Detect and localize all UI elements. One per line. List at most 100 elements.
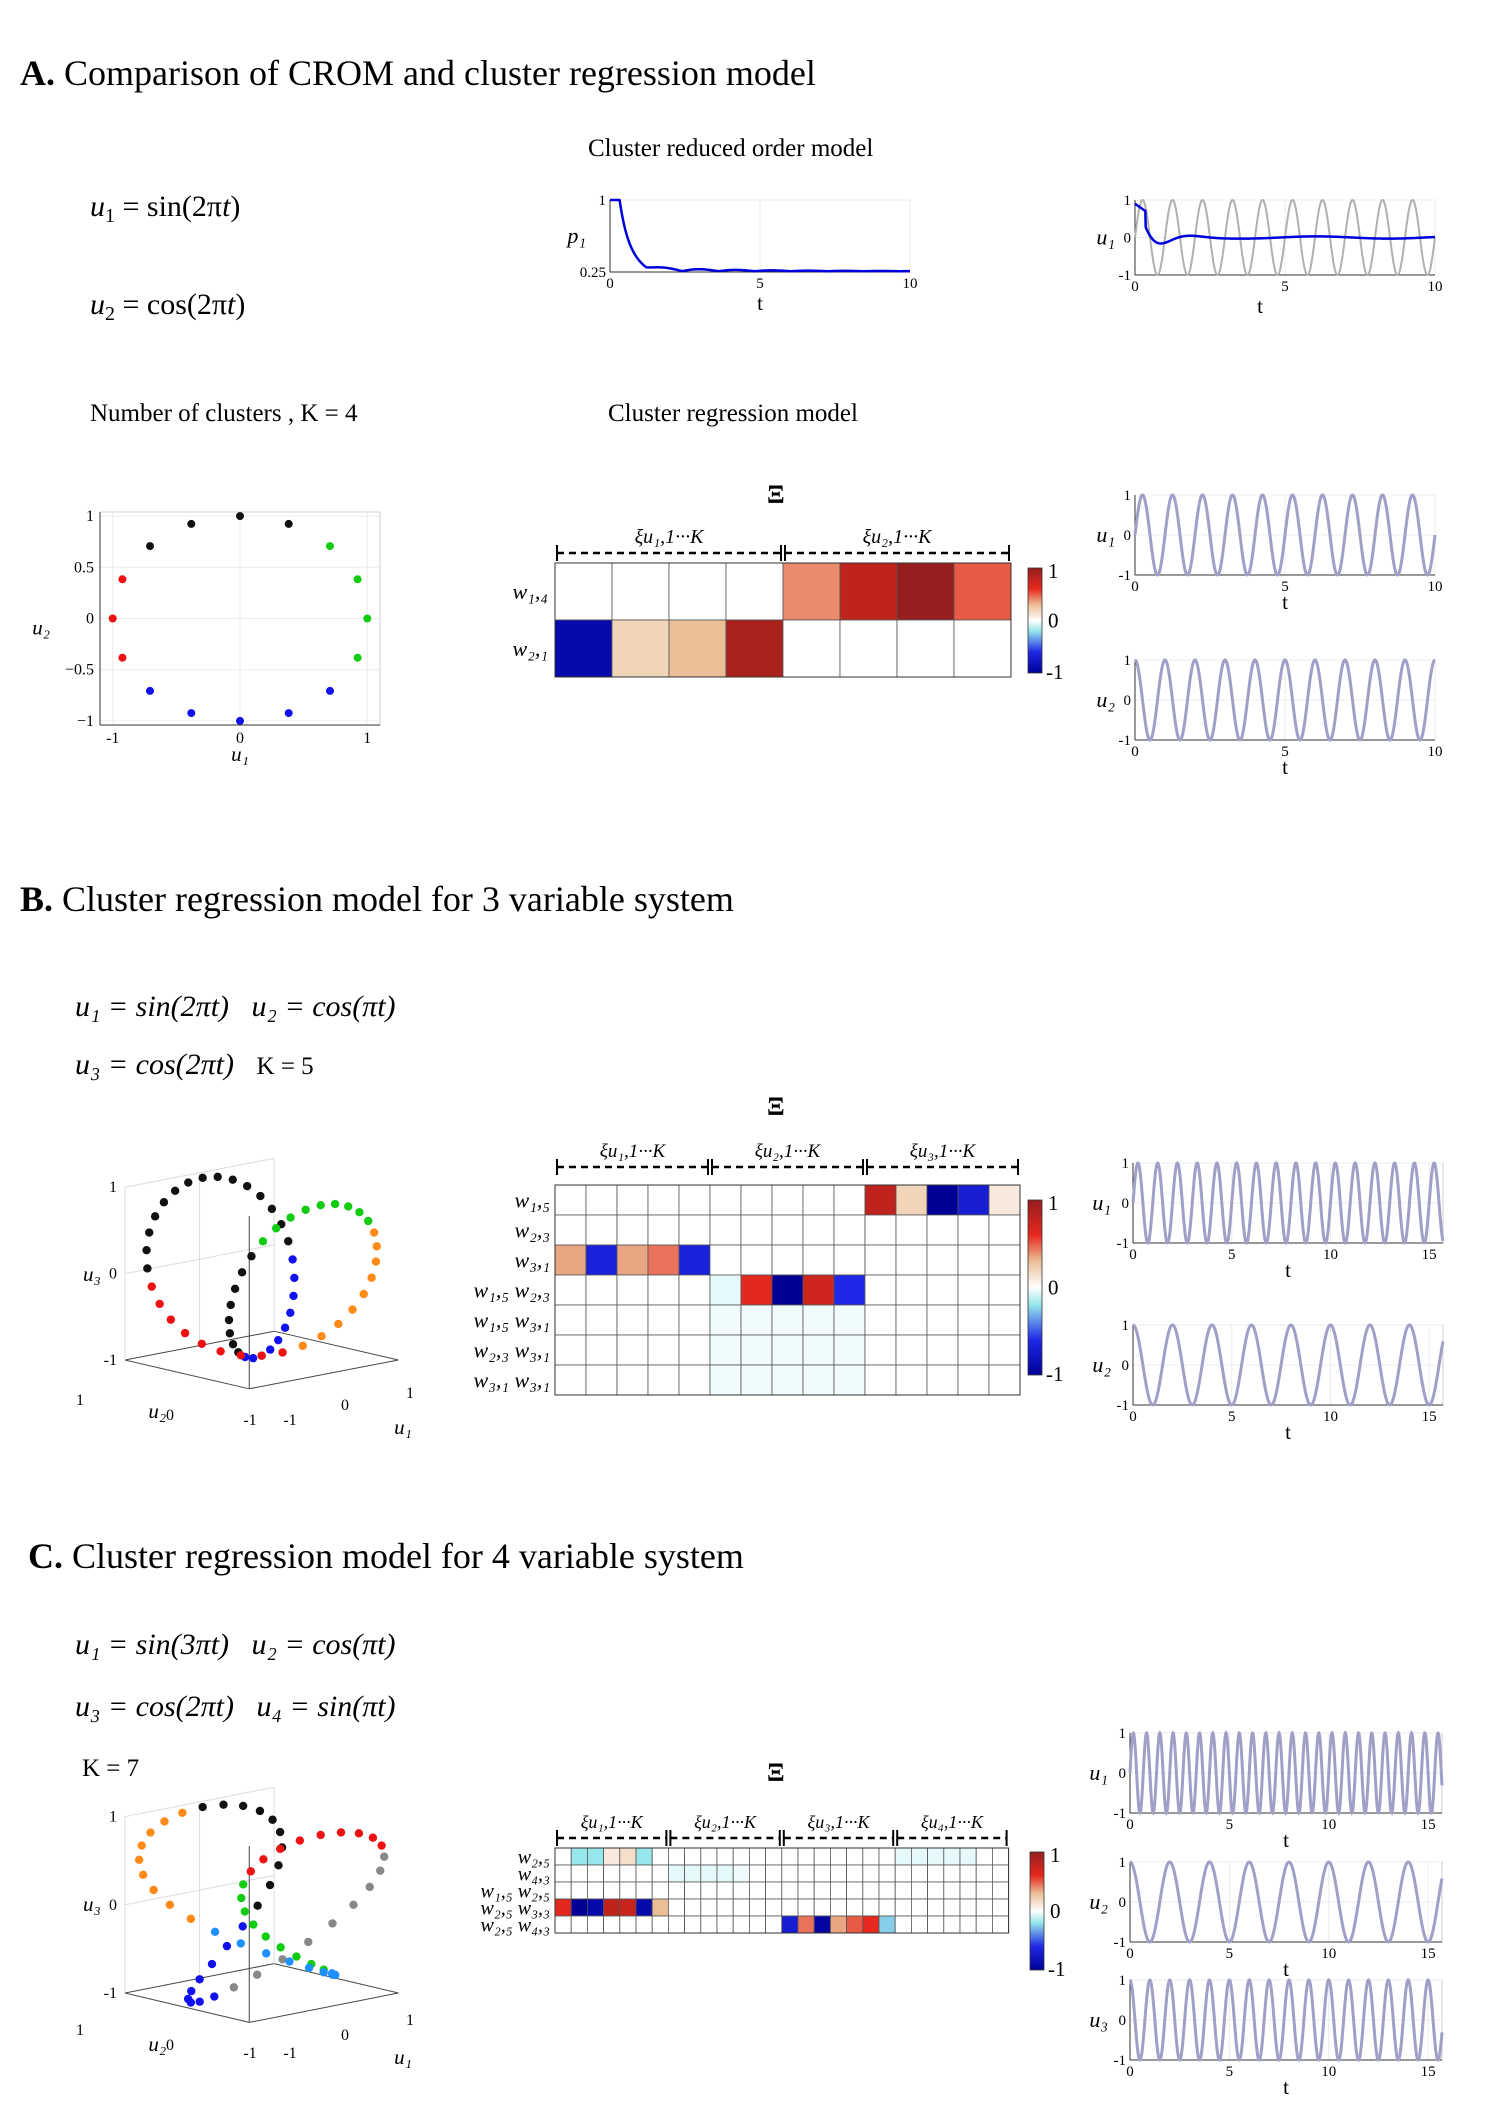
heatmap-cell xyxy=(651,1864,669,1883)
x-tick-label: 0 xyxy=(1131,579,1139,595)
y-axis-label: u₁ xyxy=(1096,225,1115,250)
heatmap-cell xyxy=(839,562,898,621)
colorbar xyxy=(1029,1851,1045,1971)
y-tick-label: 1 xyxy=(1124,488,1132,504)
scatter-point xyxy=(317,1331,326,1341)
axis-line xyxy=(124,1992,250,2023)
heatmap-cell xyxy=(668,1915,686,1934)
heatmap-cell xyxy=(830,1898,848,1917)
scatter-point xyxy=(363,614,372,623)
heatmap-cell xyxy=(959,1881,977,1900)
heatmap-cell xyxy=(781,1898,799,1917)
y-tick-label: 0 xyxy=(1124,231,1132,247)
heatmap-cell xyxy=(771,1244,804,1276)
scatter-point xyxy=(259,1855,268,1864)
tick-label: 0 xyxy=(166,1407,174,1424)
scatter-point xyxy=(138,1870,148,1880)
chart-b_heat: w₁,₅w₂,₃w₃,₁w₁,₅ w₂,₃w₁,₅ w₃,₁w₂,₃ w₃,₁w… xyxy=(474,1141,1064,1396)
heatmap-cell xyxy=(782,619,841,678)
tick-label: -1 xyxy=(243,2045,256,2062)
x-tick-label: 15 xyxy=(1422,1409,1437,1425)
heatmap-cell xyxy=(833,1274,866,1306)
x-tick-label: 5 xyxy=(1226,1817,1234,1833)
y-axis-label: u₂ xyxy=(1096,687,1115,712)
equation-c1: u₁ = sin(3πt) u₂ = cos(πt) xyxy=(75,1628,396,1661)
colorbar-tick: 0 xyxy=(1048,1276,1059,1300)
heatmap-cell xyxy=(771,1214,804,1246)
scatter-point xyxy=(198,1173,207,1183)
x-tick-label: 0 xyxy=(606,276,614,292)
heatmap-cell xyxy=(740,1184,773,1216)
heatmap-cell xyxy=(647,1214,680,1246)
heatmap-cell xyxy=(771,1274,804,1306)
heatmap-cell xyxy=(927,1847,945,1866)
heatmap-cell xyxy=(957,1334,990,1366)
heatmap-cell xyxy=(765,1847,783,1866)
axis-line xyxy=(249,1359,399,1390)
y-tick-label: 1 xyxy=(1124,653,1132,669)
scatter-point xyxy=(246,1867,255,1876)
scatter-point xyxy=(118,575,127,584)
row-label: w₂,₃ xyxy=(515,1218,550,1243)
x-axis-label: u₁ xyxy=(231,742,249,766)
group-label: ξu₁,1···K xyxy=(581,1812,644,1832)
heatmap-cell xyxy=(911,1864,929,1883)
x-axis-label: u₁ xyxy=(394,2045,412,2069)
scatter-point xyxy=(228,1340,238,1349)
heatmap-cell xyxy=(585,1244,618,1276)
scatter-point xyxy=(380,1852,389,1861)
heatmap-cell xyxy=(678,1244,711,1276)
z-tick-label: 1 xyxy=(109,1809,117,1826)
heatmap-cell xyxy=(975,1847,993,1866)
scatter-point xyxy=(330,1199,340,1209)
y-tick-label: 0 xyxy=(86,611,94,628)
heatmap-cell xyxy=(716,1898,734,1917)
heatmap-cell xyxy=(782,562,841,621)
heatmap-cell xyxy=(709,1244,742,1276)
y-axis-label: p₁ xyxy=(565,223,586,248)
scatter-point xyxy=(219,1800,228,1809)
heatmap-cell xyxy=(619,1847,637,1866)
scatter-point xyxy=(365,1882,374,1892)
y-tick-label: 1 xyxy=(1122,1318,1130,1334)
tick-label: 1 xyxy=(406,1385,414,1402)
heatmap-cell xyxy=(603,1881,621,1900)
scatter-point xyxy=(280,1323,290,1332)
row-label: w₁,₅ w₂,₃ xyxy=(474,1278,550,1303)
scatter-point xyxy=(213,1172,222,1182)
scatter-point xyxy=(290,1273,299,1283)
heatmap-cell xyxy=(635,1915,653,1934)
y-tick-label: -1 xyxy=(1119,733,1132,749)
y-tick-label: 0 xyxy=(1124,693,1132,709)
heatmap-cell xyxy=(771,1364,804,1396)
heatmap-cell xyxy=(959,1915,977,1934)
scatter-point xyxy=(325,686,334,695)
heatmap-cell xyxy=(700,1898,718,1917)
heatmap-cell xyxy=(771,1304,804,1336)
heatmap-cell xyxy=(864,1334,897,1366)
scatter-point xyxy=(166,1315,176,1324)
heatmap-cell xyxy=(587,1881,605,1900)
x-axis-label: t xyxy=(1283,1957,1289,1981)
k-label-c: K = 7 xyxy=(82,1755,140,1782)
group-label: ξu₂,1···K xyxy=(755,1141,822,1162)
scatter-point xyxy=(267,1204,277,1214)
heatmap-cell xyxy=(988,1184,1021,1216)
scatter-point xyxy=(266,1345,275,1354)
scatter-point xyxy=(286,1213,295,1222)
heatmap-cell xyxy=(926,1364,959,1396)
heatmap-cell xyxy=(732,1881,750,1900)
scatter-point xyxy=(228,1175,237,1184)
heatmap-cell xyxy=(554,1214,587,1246)
heatmap-cell xyxy=(896,562,955,621)
heatmap-cell xyxy=(616,1184,649,1216)
u2-series xyxy=(1132,1323,1445,1407)
row-label: w₁,₄ xyxy=(513,579,548,604)
z-tick-label: 0 xyxy=(109,1897,117,1914)
scatter-point xyxy=(224,1315,234,1325)
heatmap-cell xyxy=(846,1881,864,1900)
heatmap-cell xyxy=(765,1881,783,1900)
heatmap-cell xyxy=(725,619,784,678)
